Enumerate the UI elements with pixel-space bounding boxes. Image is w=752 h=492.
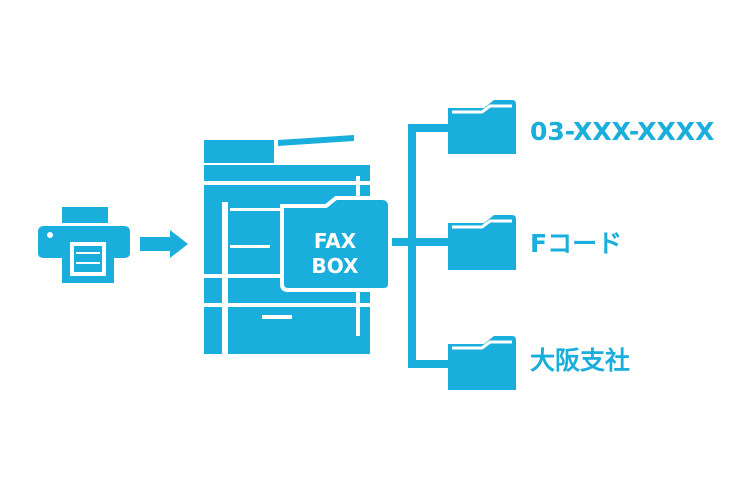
- fax-box-label-line2: BOX: [311, 254, 359, 278]
- fax-box-folder: [280, 196, 392, 292]
- destination-folder-2: [448, 215, 516, 270]
- arrow-right-icon: [140, 230, 188, 258]
- destination-label-branch: 大阪支社: [530, 346, 631, 375]
- destination-label-fcode: Fコード: [530, 229, 623, 258]
- destination-label-phone: 03-XXX-XXXX: [530, 117, 715, 146]
- destination-folder-1: [448, 100, 516, 154]
- fax-box-label-line1: FAX: [313, 229, 357, 253]
- connector-lines: [386, 124, 450, 368]
- fax-machine-icon: [38, 207, 130, 283]
- destination-folder-3: [448, 336, 516, 390]
